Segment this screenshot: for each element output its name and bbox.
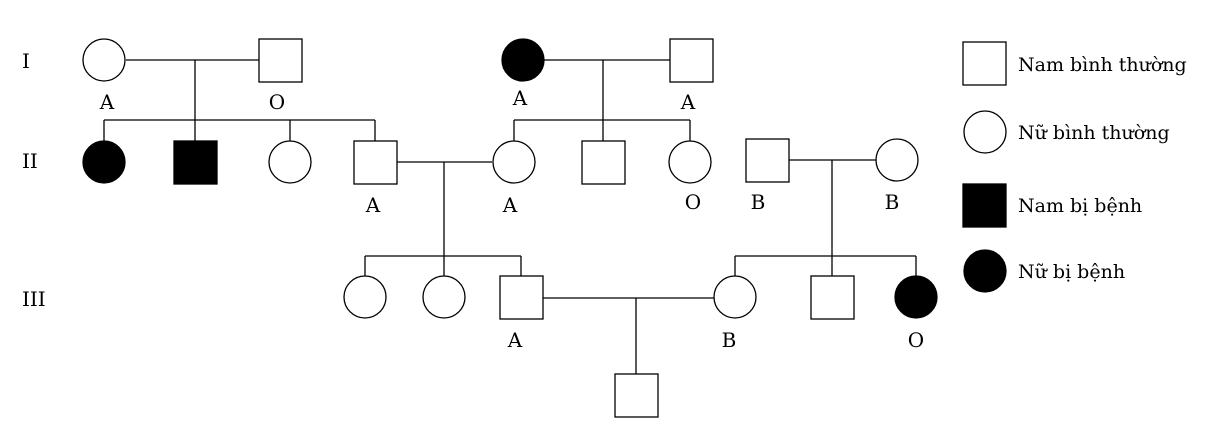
blood-type-III3: A (507, 328, 523, 352)
individual-I4 (669, 38, 714, 83)
generation-label-II: II (22, 149, 38, 173)
blood-type-I3: A (512, 86, 528, 110)
individual-I3 (501, 38, 545, 82)
legend-affected-male-label: Nam bị bệnh (1018, 195, 1142, 217)
individual-III2 (422, 275, 466, 319)
legend: Nam bình thường Nữ bình thường Nam bị bệ… (962, 41, 1187, 293)
individual-III1 (343, 275, 387, 319)
legend-normal-female-symbol (963, 110, 1007, 154)
blood-type-II4: A (365, 193, 381, 217)
blood-type-II8: B (751, 190, 766, 214)
individual-II5 (492, 140, 536, 184)
generation-label-III: III (22, 287, 46, 311)
legend-affected-male-symbol (962, 183, 1007, 228)
individual-II6 (581, 140, 626, 185)
blood-type-II9: B (885, 190, 900, 214)
individuals (82, 38, 938, 418)
legend-normal-male-label: Nam bình thường (1018, 54, 1187, 76)
individual-II9 (875, 138, 919, 182)
blood-type-III4: B (722, 328, 737, 352)
blood-type-labels: A O A A A A O B B A B O (99, 86, 924, 352)
individual-II2 (173, 140, 218, 185)
individual-II1 (82, 140, 126, 184)
blood-type-I2: O (269, 90, 285, 114)
individual-III5 (810, 275, 855, 320)
individual-I2 (258, 38, 303, 83)
blood-type-I4: A (680, 90, 696, 114)
legend-normal-female-label: Nữ bình thường (1018, 122, 1170, 144)
legend-affected-female-symbol (963, 249, 1007, 293)
blood-type-II5: A (502, 193, 518, 217)
individual-III3 (499, 275, 544, 320)
individual-III6 (894, 275, 938, 319)
individual-II4 (353, 140, 398, 185)
legend-affected-female-label: Nữ bị bệnh (1018, 261, 1125, 283)
individual-II7 (668, 140, 712, 184)
individual-III4 (713, 275, 757, 319)
individual-I1 (82, 38, 126, 82)
blood-type-III6: O (908, 328, 924, 352)
individual-II8 (745, 138, 790, 183)
pedigree-lines (103, 59, 917, 374)
blood-type-II7: O (685, 190, 701, 214)
legend-normal-male-symbol (962, 41, 1007, 86)
generation-label-I: I (22, 49, 30, 73)
individual-IV1 (614, 373, 659, 418)
blood-type-I1: A (99, 90, 115, 114)
individual-II3 (268, 140, 312, 184)
